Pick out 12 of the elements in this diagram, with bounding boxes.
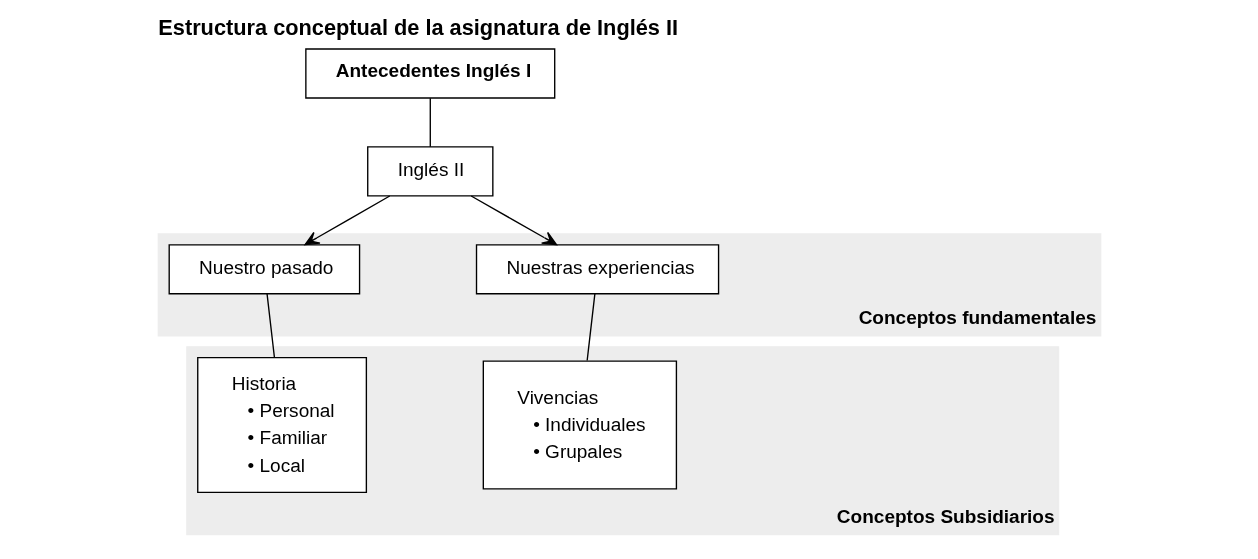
connector [429,97,431,148]
node-box: Antecedentes Inglés I [304,48,555,99]
node-box: Nuestro pasado [168,244,360,295]
diagram-title: Estructura conceptual de la asignatura de Inglés II [157,15,678,41]
node-box: Vivencias • Individuales • Grupales [482,360,677,490]
node-box: Inglés II [366,146,493,197]
arrow [303,195,390,246]
arrow [470,195,557,246]
node-box: Historia • Personal • Familiar • Local [196,357,367,493]
connector [265,293,275,358]
node-box: Nuestras experiencias [475,244,719,295]
connector [586,293,596,362]
